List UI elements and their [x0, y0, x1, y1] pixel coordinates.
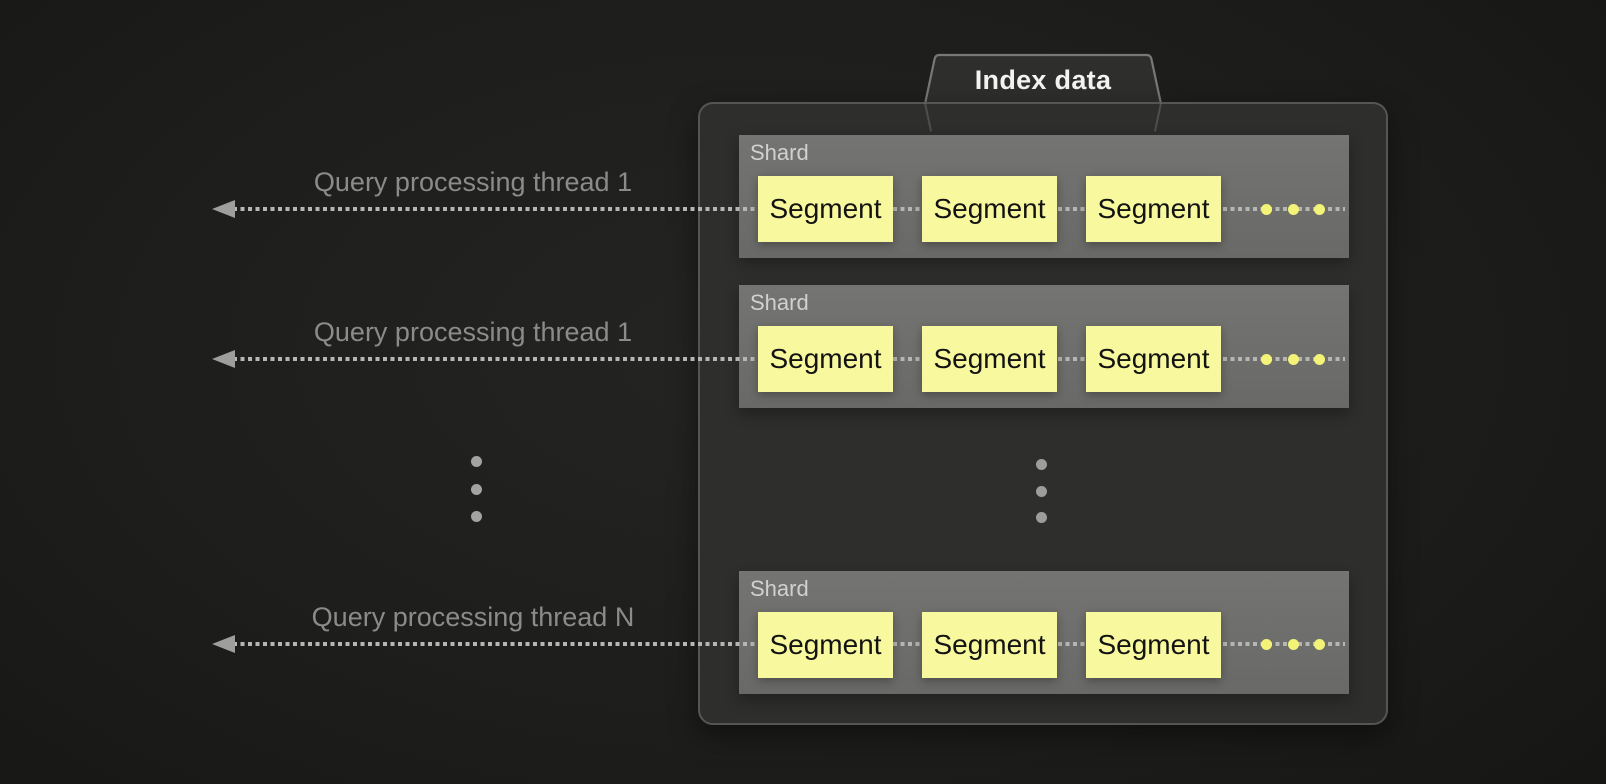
segment-box: Segment [1086, 176, 1221, 242]
segment-box: Segment [758, 326, 893, 392]
shard-label: Shard [750, 140, 809, 165]
shard-label: Shard [750, 576, 809, 601]
arrow-left-icon [212, 199, 235, 218]
index-data-tab-label: Index data [974, 65, 1112, 95]
shard-label: Shard [750, 290, 809, 315]
index-data-tab [923, 53, 1163, 104]
threads-ellipsis-dot [471, 484, 482, 495]
segments-ellipsis-dot [1314, 354, 1325, 365]
segments-ellipsis-dot [1288, 639, 1299, 650]
shards-ellipsis-dot [1036, 512, 1047, 523]
shards-ellipsis-dot [1036, 486, 1047, 497]
threads-ellipsis-dot [471, 456, 482, 467]
threads-ellipsis-dot [471, 511, 482, 522]
segments-ellipsis-dot [1261, 639, 1272, 650]
segment-box: Segment [922, 176, 1057, 242]
query-thread-label-2: Query processing thread 1 [313, 317, 633, 347]
arrow-left-icon [212, 349, 235, 368]
segment-box: Segment [922, 326, 1057, 392]
segment-box: Segment [1086, 326, 1221, 392]
segments-ellipsis-dot [1314, 204, 1325, 215]
segment-box: Segment [1086, 612, 1221, 678]
segments-ellipsis-dot [1288, 204, 1299, 215]
segment-box: Segment [758, 612, 893, 678]
arrow-left-icon [212, 634, 235, 653]
segment-box: Segment [922, 612, 1057, 678]
segment-box: Segment [758, 176, 893, 242]
segments-ellipsis-dot [1261, 354, 1272, 365]
segments-ellipsis-dot [1314, 639, 1325, 650]
segments-ellipsis-dot [1288, 354, 1299, 365]
shards-ellipsis-dot [1036, 459, 1047, 470]
segments-ellipsis-dot [1261, 204, 1272, 215]
query-thread-label-3: Query processing thread N [311, 602, 635, 632]
query-thread-label-1: Query processing thread 1 [313, 167, 633, 197]
